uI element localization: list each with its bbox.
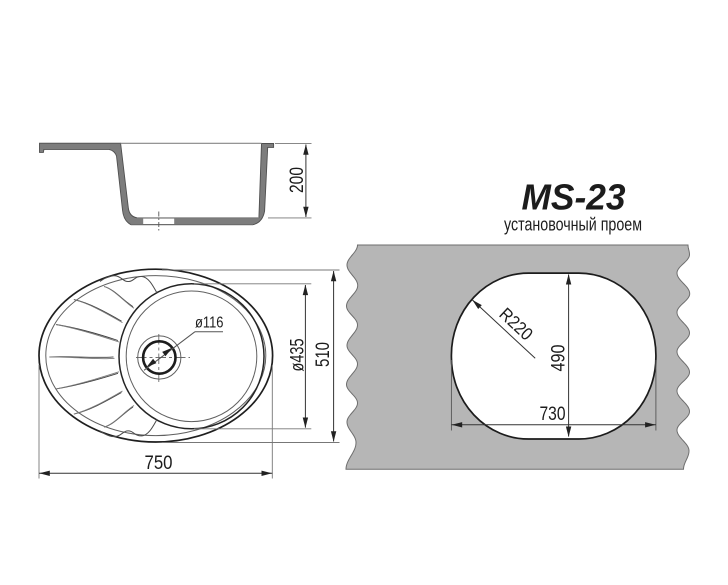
svg-text:490: 490 xyxy=(548,345,569,372)
svg-text:730: 730 xyxy=(540,404,566,425)
svg-text:ø116: ø116 xyxy=(195,314,224,331)
svg-text:750: 750 xyxy=(145,453,173,474)
svg-text:200: 200 xyxy=(287,167,308,193)
svg-text:510: 510 xyxy=(313,342,334,367)
svg-text:MS-23: MS-23 xyxy=(522,177,626,218)
svg-text:ø435: ø435 xyxy=(287,339,308,372)
svg-text:установочный проем: установочный проем xyxy=(504,215,642,235)
